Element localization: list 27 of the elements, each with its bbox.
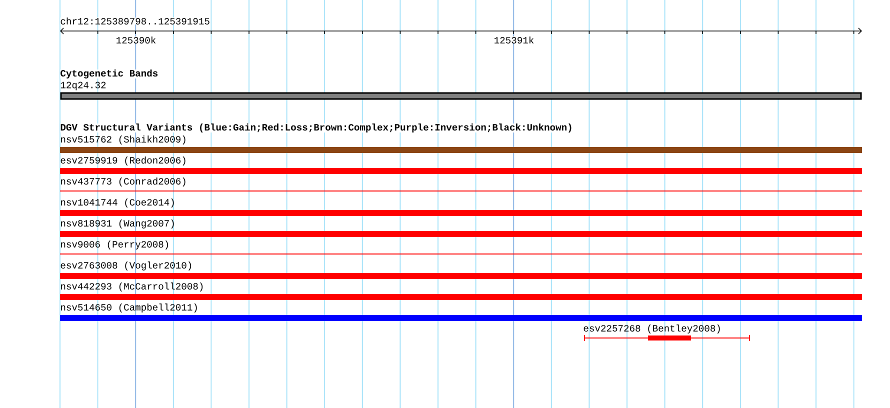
- variant-bar: nsv9006 (Perry2008): [60, 240, 862, 254]
- node-label: nsv9006 (Perry2008): [61, 240, 168, 250]
- variant-bar: esv2759919 (Redon2006): [60, 156, 862, 174]
- variant-bar: nsv514650 (Campbell2011): [60, 304, 862, 321]
- node-label: esv2257268 (Bentley2008): [584, 324, 720, 334]
- node-label: nsv515762 (Shaikh2009): [61, 136, 186, 144]
- variant-bar: nsv442293 (McCarroll2008): [60, 282, 862, 300]
- axis-title: chr12:125389798..125391915: [60, 17, 210, 25]
- node-label: esv2763008 (Vogler2010): [60, 262, 192, 270]
- cytoband-bar: 12q24.32: [60, 82, 862, 100]
- node-label: nsv1041744 (Coe2014): [61, 198, 174, 208]
- variant-bar: nsv437773 (Conrad2006): [60, 178, 862, 192]
- variant-bar: nsv1041744 (Coe2014): [60, 198, 862, 216]
- node-label: nsv514650 (Campbell2011): [61, 304, 197, 312]
- tick-label: 125390k: [116, 36, 156, 44]
- variant-bar: nsv515762 (Shaikh2009): [60, 136, 862, 153]
- variant-bar: nsv818931 (Wang2007): [60, 220, 862, 237]
- track-heading: Cytogenetic Bands: [60, 70, 158, 78]
- track-heading: DGV Structural Variants (Blue:Gain;Red:Loss;Brown:Complex;Purple:Inversion;Black:Unknown): [60, 124, 573, 132]
- node-label: 12q24.32: [60, 82, 106, 90]
- node-label: esv2759919 (Redon2006): [60, 156, 186, 166]
- variant-bar: esv2257268 (Bentley2008): [584, 324, 750, 342]
- node-label: nsv442293 (McCarroll2008): [61, 282, 203, 292]
- node-label: nsv818931 (Wang2007): [61, 220, 174, 228]
- tick-label: 125391k: [494, 36, 534, 44]
- node-label: nsv437773 (Conrad2006): [61, 178, 186, 186]
- variant-bar: esv2763008 (Vogler2010): [60, 262, 862, 279]
